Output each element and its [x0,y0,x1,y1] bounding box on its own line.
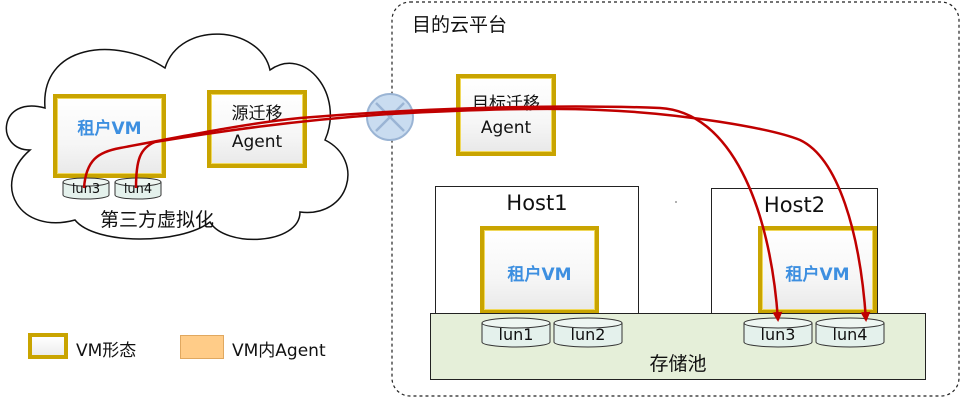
third-party-lun3: lun3 [62,177,110,201]
legend-vm-swatch [28,333,68,359]
storage-lun1: lun1 [481,317,551,349]
storage-lun3-label: lun3 [760,325,796,344]
router-icon [366,93,414,141]
host1-title: Host1 [506,191,568,215]
third-party-lun4: lun4 [114,177,162,201]
host2-title: Host2 [763,193,826,217]
host1-tenant-vm-label: 租户VM [507,265,572,285]
host2-tenant-vm-label: 租户VM [785,265,850,285]
host1-tenant-vm: 租户VM [480,226,599,314]
third-party-tenant-vm: 租户VM [53,94,166,178]
third-party-lun4-label: lun4 [123,182,153,197]
source-migration-agent: 源迁移 Agent [207,90,307,168]
storage-lun4: lun4 [815,317,885,349]
source-agent-line2: Agent [231,132,283,152]
host2-tenant-vm: 租户VM [758,226,877,314]
third-party-lun3-label: lun3 [71,182,101,197]
legend-agent-label: VM内Agent [232,341,326,361]
storage-pool-label: 存储池 [649,353,707,375]
target-platform-title: 目的云平台 [412,14,508,36]
storage-lun2-label: lun2 [570,325,606,344]
third-party-tenant-vm-label: 租户VM [77,119,142,139]
stray-dot [675,201,677,203]
target-agent-line1: 目标迁移 [472,94,540,114]
legend-vm-label: VM形态 [76,341,137,361]
legend-agent-swatch [180,335,224,359]
storage-lun4-label: lun4 [832,325,868,344]
source-agent-line1: 源迁移 [231,104,283,124]
target-migration-agent: 目标迁移 Agent [456,74,556,156]
third-party-caption: 第三方虚拟化 [100,209,215,231]
storage-lun2: lun2 [553,317,623,349]
storage-lun3: lun3 [743,317,813,349]
target-agent-line2: Agent [480,118,532,138]
storage-lun1-label: lun1 [498,325,534,344]
